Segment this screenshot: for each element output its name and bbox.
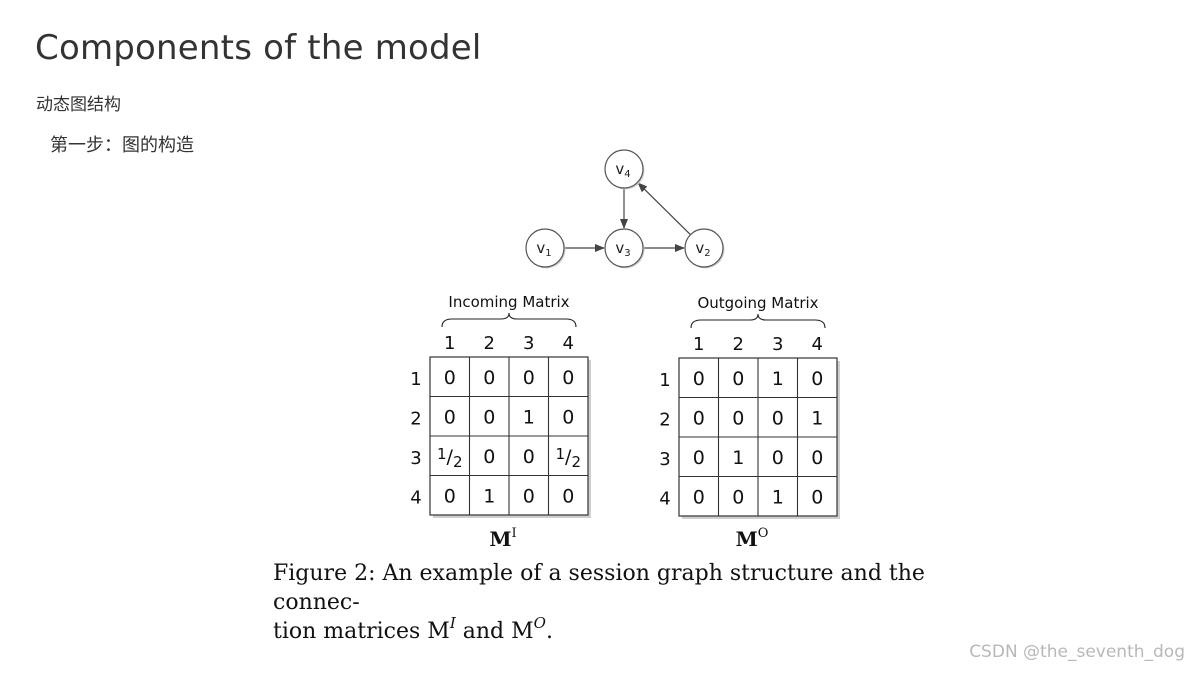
incoming-col-header: 3 — [523, 333, 534, 354]
incoming-cell: 0 — [483, 446, 495, 468]
caption-sup-i: I — [449, 613, 456, 632]
outgoing-row-header: 3 — [659, 449, 670, 470]
outgoing-cell: 0 — [772, 447, 784, 469]
outgoing-label: MO — [736, 526, 769, 551]
incoming-row-header: 1 — [410, 369, 421, 390]
incoming-row-header: 2 — [410, 408, 421, 429]
incoming-col-header: 1 — [444, 333, 455, 354]
caption-line-2-mid: and M — [455, 619, 534, 644]
outgoing-col-header: 4 — [812, 334, 823, 355]
outgoing-col-header: 2 — [733, 334, 744, 355]
incoming-cell: 0 — [523, 367, 535, 389]
outgoing-col-header: 1 — [693, 334, 704, 355]
outgoing-cell: 0 — [772, 407, 784, 429]
node-label-v4: v4 — [615, 160, 630, 180]
outgoing-cell: 1 — [732, 447, 744, 469]
session-graph: v1 v2 v3 v4 — [525, 149, 725, 269]
outgoing-cell: 0 — [732, 486, 744, 508]
node-label-v1: v1 — [536, 239, 551, 259]
step-heading: 第一步：图的构造 — [50, 135, 194, 156]
node-v1 — [525, 228, 565, 268]
node-v4 — [604, 149, 644, 189]
node-label-v2: v2 — [695, 239, 710, 259]
outgoing-cell: 0 — [811, 486, 823, 508]
incoming-cell: 0 — [444, 367, 456, 389]
caption-line-1: Figure 2: An example of a session graph … — [273, 561, 925, 615]
outgoing-row-header: 2 — [659, 409, 670, 430]
incoming-brace — [441, 312, 577, 328]
outgoing-cell: 0 — [693, 486, 705, 508]
incoming-cell: 0 — [444, 485, 456, 507]
caption-line-2-prefix: tion matrices M — [273, 619, 450, 644]
incoming-cell: 1 — [483, 485, 495, 507]
outgoing-cell: 0 — [811, 368, 823, 390]
incoming-title: Incoming Matrix — [448, 293, 569, 311]
page-title: Components of the model — [35, 28, 482, 68]
outgoing-title: Outgoing Matrix — [697, 294, 818, 312]
node-v3 — [604, 228, 644, 268]
incoming-cell: 0 — [444, 406, 456, 428]
incoming-cell: 0 — [523, 446, 535, 468]
node-v2 — [684, 228, 724, 268]
incoming-label: MI — [489, 526, 516, 551]
outgoing-cell: 0 — [732, 407, 744, 429]
incoming-row-header: 3 — [410, 448, 421, 469]
outgoing-brace — [690, 313, 826, 329]
incoming-cell: 0 — [523, 485, 535, 507]
outgoing-cell: 1 — [772, 368, 784, 390]
incoming-cell: 0 — [483, 367, 495, 389]
incoming-cell: 0 — [562, 485, 574, 507]
incoming-cell: 0 — [483, 406, 495, 428]
outgoing-row-header: 4 — [659, 488, 670, 509]
incoming-cell: 0 — [562, 406, 574, 428]
incoming-row-header: 4 — [410, 487, 421, 508]
outgoing-matrix: Outgoing Matrix 1 2 3 4 1 2 3 4 0 0 1 0 0 0 0 1 0 1 0 0 0 0 1 0M… — [659, 294, 840, 551]
outgoing-cell: 0 — [693, 368, 705, 390]
incoming-cell: 1 — [523, 406, 535, 428]
outgoing-cell: 0 — [693, 407, 705, 429]
outgoing-cell: 0 — [732, 368, 744, 390]
incoming-matrix: Incoming Matrix 1 2 3 4 1 2 3 4 0 0 0 0 0 0 1 0 1/2 0 0 1/2 0… — [410, 293, 591, 551]
caption-line-2-suffix: . — [545, 619, 553, 644]
outgoing-cell: 1 — [811, 407, 823, 429]
caption-sup-o: O — [533, 613, 546, 632]
outgoing-row-header: 1 — [659, 370, 670, 391]
incoming-col-header: 2 — [484, 333, 495, 354]
edge-v2-v4 — [637, 182, 691, 236]
figure-caption: Figure 2: An example of a session graph … — [273, 559, 993, 646]
incoming-cell: 0 — [562, 367, 574, 389]
outgoing-cell: 0 — [811, 447, 823, 469]
outgoing-cell: 0 — [693, 447, 705, 469]
incoming-cell: 1/2 — [437, 445, 463, 471]
watermark: CSDN @the_seventh_dog — [969, 642, 1185, 662]
incoming-cell: 1/2 — [556, 445, 582, 471]
outgoing-cell: 1 — [772, 486, 784, 508]
incoming-col-header: 4 — [563, 333, 574, 354]
section-heading: 动态图结构 — [36, 95, 121, 115]
outgoing-col-header: 3 — [772, 334, 783, 355]
node-label-v3: v3 — [615, 239, 630, 259]
